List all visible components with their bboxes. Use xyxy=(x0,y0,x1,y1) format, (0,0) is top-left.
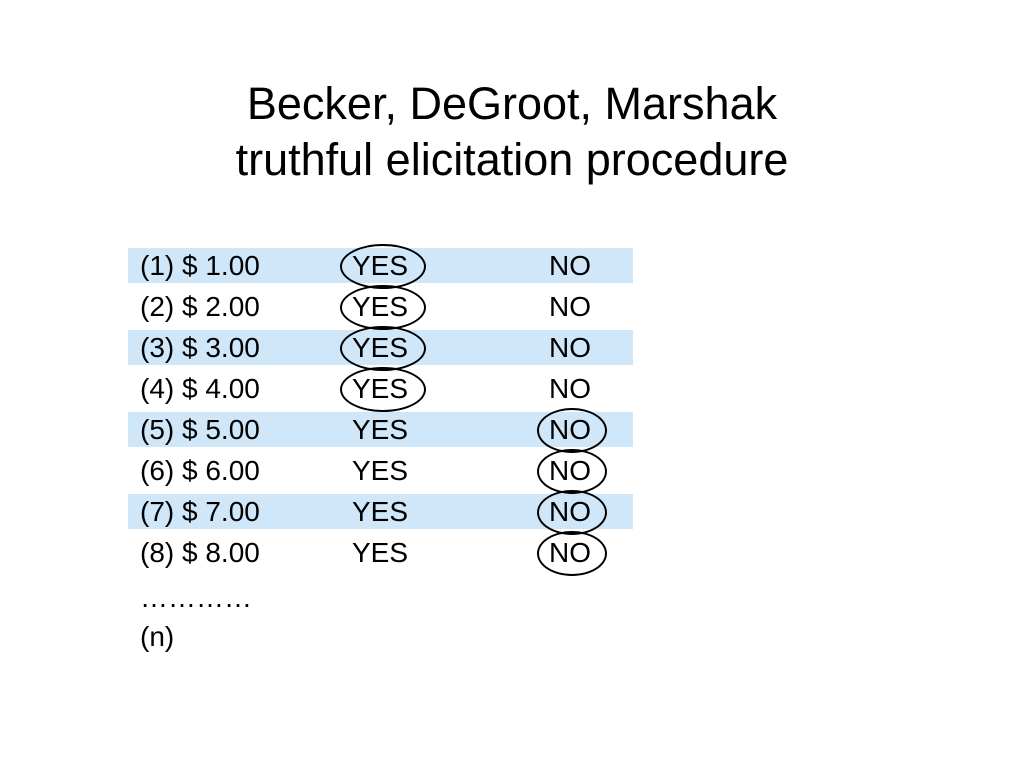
table-row: (7) $ 7.00 YES NO xyxy=(128,490,633,535)
slide-title: Becker, DeGroot, Marshak truthful elicit… xyxy=(0,76,1024,188)
no-option: NO xyxy=(549,455,591,486)
no-option: NO xyxy=(549,537,591,568)
no-option: NO xyxy=(549,496,591,527)
title-line-2: truthful elicitation procedure xyxy=(235,134,789,185)
no-option: NO xyxy=(549,291,591,322)
no-option: NO xyxy=(549,373,591,404)
price-label: (5) $ 5.00 xyxy=(140,414,260,445)
row-band xyxy=(128,494,633,529)
yes-option: YES xyxy=(352,537,409,568)
yes-option: YES xyxy=(352,250,409,281)
table-row: (8) $ 8.00 YES NO xyxy=(128,531,633,576)
no-option: NO xyxy=(549,332,591,363)
price-choice-table: (1) $ 1.00 YES NO (2) $ 2.00 YES NO (3) … xyxy=(128,244,633,576)
no-option: NO xyxy=(549,250,591,281)
table-row: (2) $ 2.00 YES NO xyxy=(128,285,633,330)
table-row: (6) $ 6.00 YES NO xyxy=(128,449,633,494)
yes-option: YES xyxy=(352,414,409,445)
yes-option: YES xyxy=(352,291,409,322)
price-label: (1) $ 1.00 xyxy=(140,250,260,281)
yes-option: YES xyxy=(352,455,409,486)
price-label: (2) $ 2.00 xyxy=(140,291,260,322)
yes-option: YES xyxy=(352,332,409,363)
row-band xyxy=(128,248,633,283)
yes-option: YES xyxy=(352,496,409,527)
price-label: (4) $ 4.00 xyxy=(140,373,260,404)
price-label: (6) $ 6.00 xyxy=(140,455,260,486)
table-row: (4) $ 4.00 YES NO xyxy=(128,367,633,412)
price-label: (3) $ 3.00 xyxy=(140,332,260,363)
table-row: (3) $ 3.00 YES NO xyxy=(128,326,633,371)
table-row: (5) $ 5.00 YES NO xyxy=(128,408,633,453)
row-band xyxy=(128,412,633,447)
last-row-label: (n) xyxy=(140,621,175,652)
title-line-1: Becker, DeGroot, Marshak xyxy=(246,78,778,129)
price-label: (8) $ 8.00 xyxy=(140,537,260,568)
ellipsis-row: ………… xyxy=(140,582,252,613)
yes-option: YES xyxy=(352,373,409,404)
no-option: NO xyxy=(549,414,591,445)
table-row: (1) $ 1.00 YES NO xyxy=(128,244,633,289)
row-band xyxy=(128,330,633,365)
price-label: (7) $ 7.00 xyxy=(140,496,260,527)
